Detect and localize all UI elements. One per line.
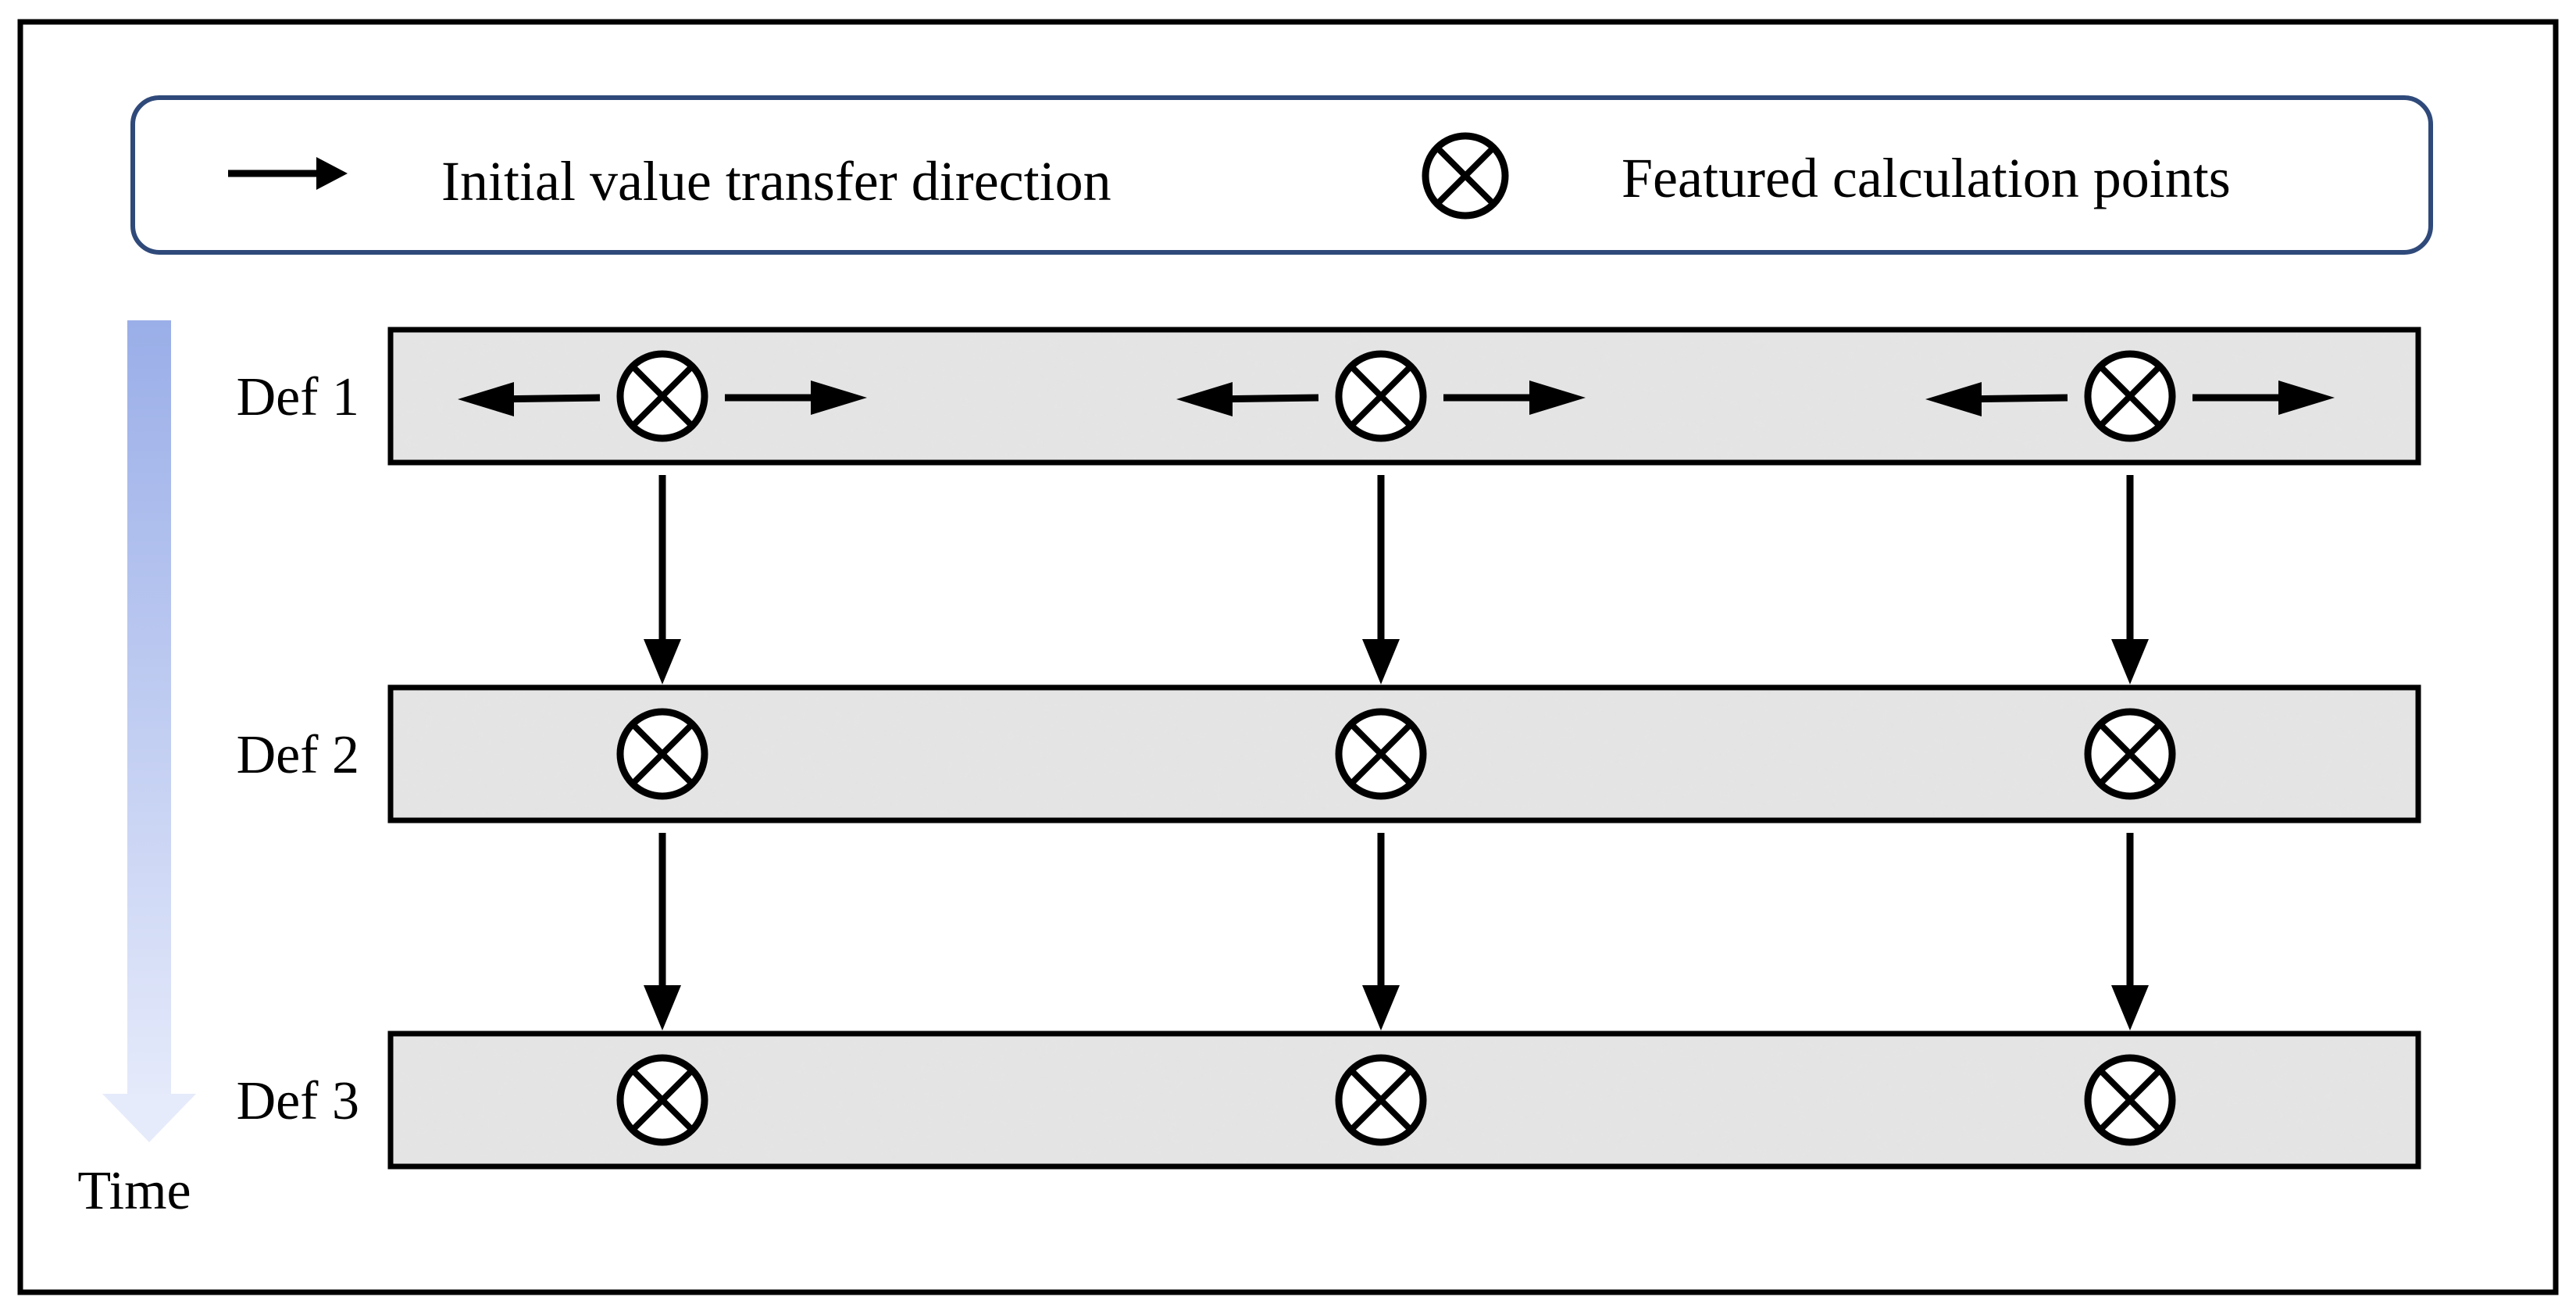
circled-x-icon [1335, 1054, 1427, 1146]
time-axis: Time [77, 320, 196, 1221]
time-axis-label: Time [77, 1161, 191, 1221]
circled-x-icon [2084, 350, 2176, 442]
down-arrow-icon [2111, 833, 2149, 1031]
circled-x-icon [1335, 350, 1427, 442]
time-axis-arrowhead [102, 1094, 196, 1142]
vertical-arrows [644, 475, 2149, 1031]
row-2: Def 2 [237, 684, 2421, 823]
row-band-border [387, 327, 2421, 466]
legend-arrow-label: Initial value transfer direction [441, 150, 1111, 213]
left-arrow-icon [458, 382, 601, 416]
legend: Initial value transfer direction Feature… [130, 95, 2433, 255]
row-1: Def 1 [237, 327, 2421, 466]
legend-point-label: Featured calculation points [1622, 147, 2231, 209]
circled-x-icon [1422, 132, 1509, 220]
rows-layer: Def 1 Def 2 Def 3 [237, 327, 2421, 1170]
row-band-border [387, 1031, 2421, 1170]
circled-x-icon [1335, 708, 1427, 800]
legend-box [130, 95, 2433, 255]
circled-x-icon [616, 350, 708, 442]
down-arrow-icon [1362, 833, 1400, 1031]
row-label: Def 3 [237, 1071, 359, 1131]
row-band-border [387, 684, 2421, 823]
right-arrow-icon [1443, 380, 1586, 415]
right-arrow-icon [725, 380, 867, 415]
circled-x-icon [2084, 708, 2176, 800]
row-label: Def 2 [237, 725, 359, 785]
left-arrow-icon [1176, 382, 1319, 416]
right-arrow-icon [228, 157, 348, 190]
circled-x-icon [616, 1054, 708, 1146]
outer-frame [17, 19, 2559, 1295]
down-arrow-icon [644, 833, 681, 1031]
time-axis-shaft [127, 320, 171, 1109]
down-arrow-icon [1362, 475, 1400, 684]
row-label: Def 1 [237, 367, 359, 427]
right-arrow-icon [2192, 380, 2335, 415]
circled-x-icon [2084, 1054, 2176, 1146]
row-3: Def 3 [237, 1031, 2421, 1170]
circled-x-icon [616, 708, 708, 800]
down-arrow-icon [2111, 475, 2149, 684]
down-arrow-icon [644, 475, 681, 684]
left-arrow-icon [1925, 382, 2068, 416]
